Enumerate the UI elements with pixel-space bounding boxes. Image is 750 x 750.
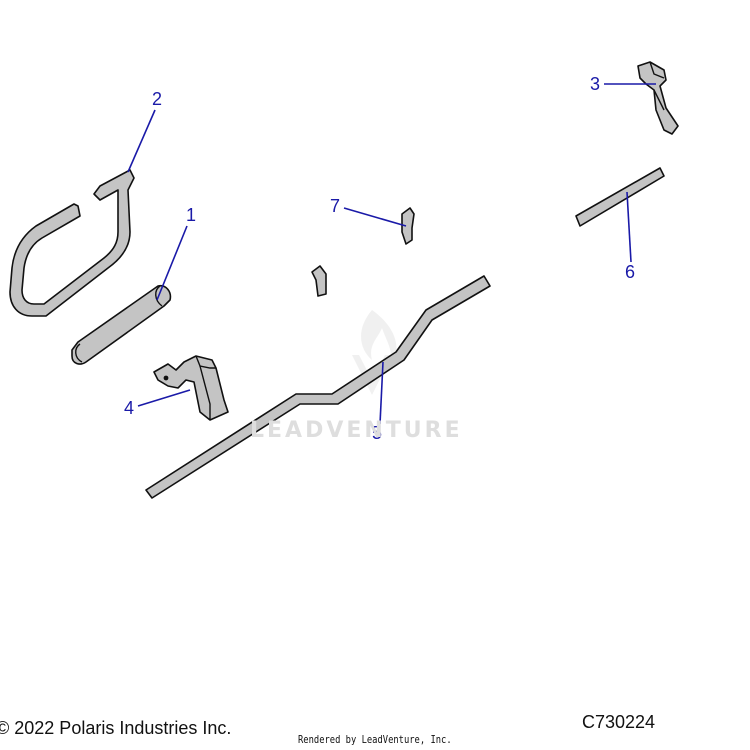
- callout-1: 1: [186, 205, 196, 225]
- part-4-block-clamp: [153, 355, 229, 421]
- leader-5: [379, 361, 384, 425]
- callout-labels: 1 2 3 4 5 6 7: [124, 74, 635, 443]
- part-5-long-strip: [145, 275, 491, 499]
- callout-6: 6: [625, 262, 635, 282]
- diagram-id: C730224: [582, 712, 656, 732]
- leader-lines: [127, 83, 656, 425]
- watermark-text: LEADVENTURE: [250, 418, 463, 443]
- leader-6: [626, 191, 632, 263]
- callout-2: 2: [152, 89, 162, 109]
- callout-7: 7: [330, 196, 340, 216]
- part-1-tube: [71, 284, 172, 365]
- part-3-clip: [637, 61, 679, 135]
- rendered-by-text: Rendered by LeadVenture, Inc.: [298, 733, 452, 746]
- callout-3: 3: [590, 74, 600, 94]
- leader-2: [127, 109, 156, 173]
- callout-4: 4: [124, 398, 134, 418]
- leader-7: [343, 207, 407, 227]
- copyright-text: © 2022 Polaris Industries Inc.: [0, 718, 232, 738]
- callout-5: 5: [372, 423, 382, 443]
- small-clip: [311, 265, 327, 297]
- part-7-clip: [401, 207, 415, 245]
- leader-4: [137, 389, 191, 407]
- part-6-thin-strip: [575, 167, 665, 227]
- part-2-u-bracket: [9, 169, 135, 317]
- leader-1: [156, 225, 188, 301]
